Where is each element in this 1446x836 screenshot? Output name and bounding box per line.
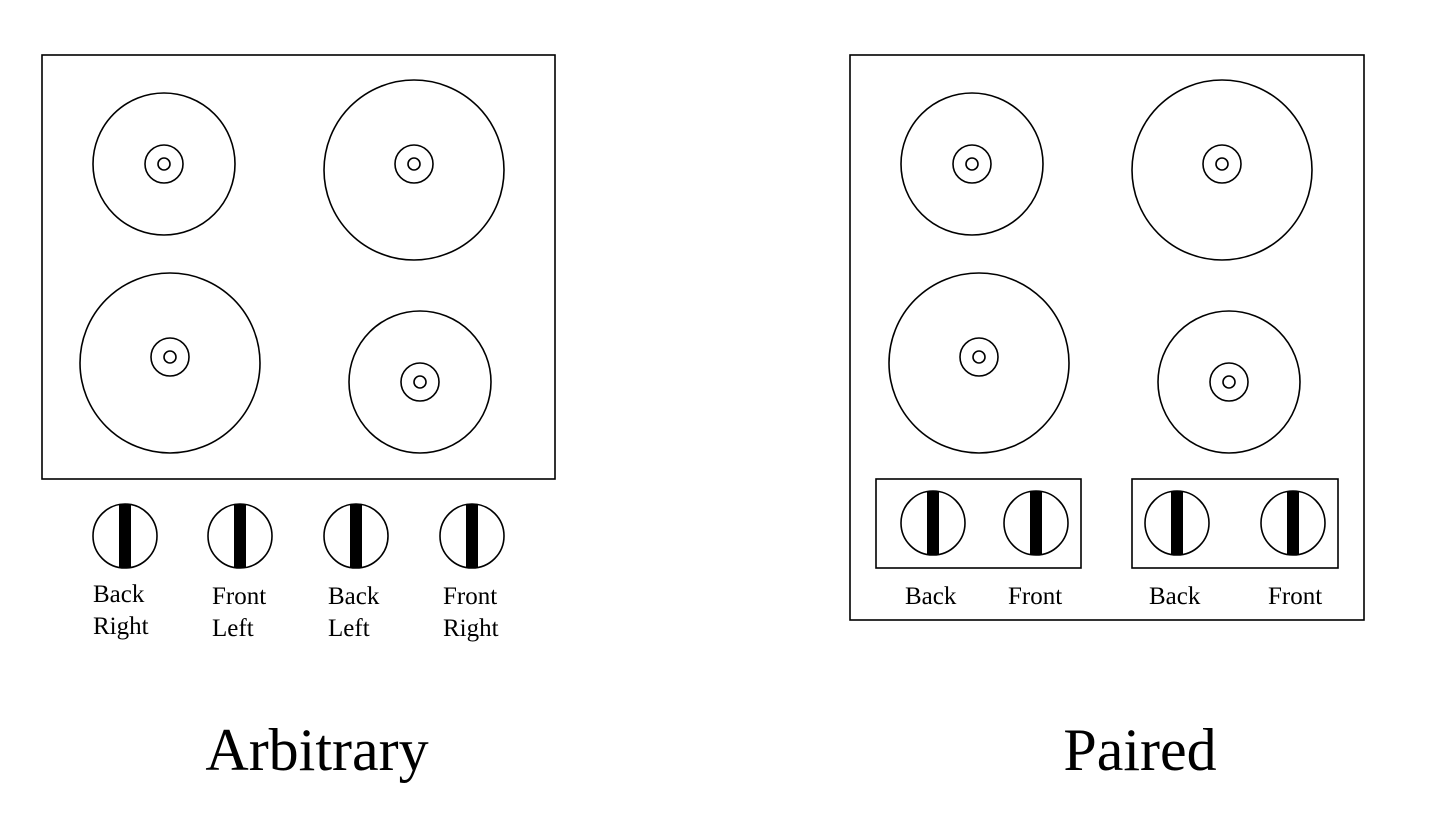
paired-burner-front-right	[1157, 310, 1301, 454]
arbitrary-knob-2-label-line2: Left	[212, 615, 254, 642]
paired-title: Paired	[1063, 717, 1216, 783]
paired-burner-back-right	[1131, 79, 1313, 261]
arbitrary-knob-3[interactable]	[323, 503, 389, 569]
arbitrary-knob-4-label-line2: Right	[443, 615, 499, 642]
paired-knob-group-right	[1131, 478, 1339, 569]
arbitrary-knob-4[interactable]	[439, 503, 505, 569]
paired-knob-2[interactable]	[1003, 490, 1069, 556]
arbitrary-title: Arbitrary	[205, 717, 428, 783]
arbitrary-knob-4-label-line1: Front	[443, 583, 497, 610]
paired-stove-body	[849, 54, 1365, 621]
paired-knob-2-label: Front	[1008, 583, 1062, 610]
paired-knob-1-label: Back	[905, 583, 957, 610]
arbitrary-knob-3-label-line2: Left	[328, 615, 370, 642]
arbitrary-knob-1[interactable]	[92, 503, 158, 569]
burner-back-right	[323, 79, 505, 261]
paired-knob-4[interactable]	[1260, 490, 1326, 556]
arbitrary-knob-1-label-line1: Back	[93, 581, 145, 608]
arbitrary-knob-2-label-line1: Front	[212, 583, 266, 610]
burner-front-right	[348, 310, 492, 454]
arbitrary-stove: Back Right Front Left Back Left Front Ri…	[41, 54, 556, 783]
burner-front-left	[79, 272, 261, 454]
arbitrary-cooktop	[41, 54, 556, 480]
paired-knob-1[interactable]	[900, 490, 966, 556]
paired-burner-back-left	[900, 92, 1044, 236]
paired-knob-4-label: Front	[1268, 583, 1322, 610]
paired-stove: Back Front Back Front Paired	[849, 54, 1365, 783]
arbitrary-knob-1-label-line2: Right	[93, 613, 149, 640]
paired-knob-3-label: Back	[1149, 583, 1201, 610]
paired-knob-group-left	[875, 478, 1082, 569]
paired-burner-front-left	[888, 272, 1070, 454]
paired-knob-3[interactable]	[1144, 490, 1210, 556]
burner-back-left	[92, 92, 236, 236]
arbitrary-knob-3-label-line1: Back	[328, 583, 380, 610]
arbitrary-knob-2[interactable]	[207, 503, 273, 569]
